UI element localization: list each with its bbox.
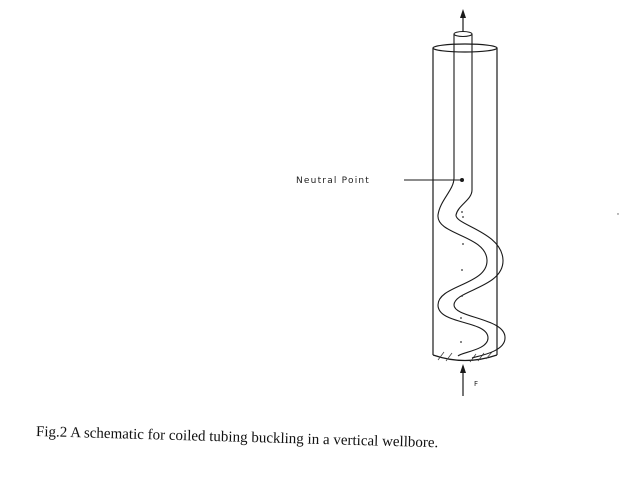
neutral-point-marker — [404, 178, 464, 182]
tubing-marks — [460, 211, 464, 343]
force-arrow — [460, 364, 466, 396]
wellbore-bottom-hatch — [437, 351, 493, 363]
scan-speck — [617, 213, 619, 215]
force-label: F — [474, 380, 478, 388]
top-arrow — [460, 9, 466, 32]
coiled-tubing-buckled — [437, 177, 506, 359]
wellbore-cylinder — [432, 43, 498, 362]
neutral-point-label: Neutral Point — [296, 176, 370, 186]
coiled-tubing-upper — [453, 30, 473, 190]
